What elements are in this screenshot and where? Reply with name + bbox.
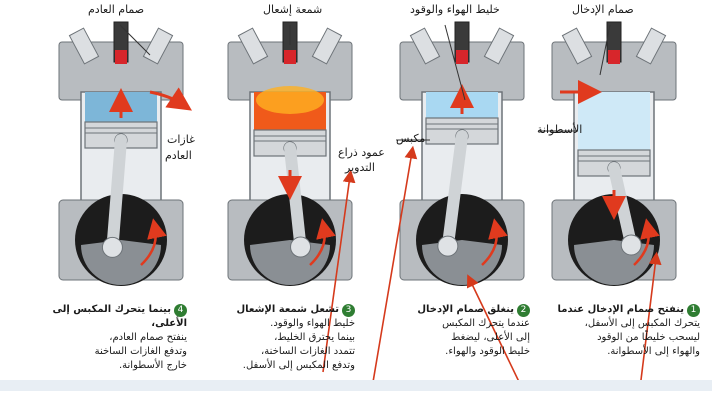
step-4-line-2: ينفتح صمام العادم، xyxy=(109,332,187,343)
engine-stage-2 xyxy=(400,22,524,286)
step-4-caption: 4بينما يتحرك المكبس إلى الأعلى، ينفتح صم… xyxy=(22,303,187,373)
step-2-line-2: عندما يتحرك المكبس xyxy=(442,318,530,329)
engine-stage-1 xyxy=(552,22,676,286)
step-4-number: 4 xyxy=(174,304,187,317)
crank-pin xyxy=(291,237,311,257)
spark-plug-tip xyxy=(456,50,468,64)
label-intake-valve: صمام الإدخال xyxy=(572,3,634,16)
step-3-caption: 3تشعل شمعة الإشعال خليط الهواء والوقود. … xyxy=(190,303,355,373)
step-3-line-4: تتمدد الغازات الساخنة، xyxy=(261,346,355,357)
spark-plug-tip xyxy=(115,50,127,64)
label-exhaust-gases-1: غازات xyxy=(167,133,195,146)
step-1-line-1: ينفتح صمام الإدخال عندما xyxy=(558,304,685,315)
combustion-flame xyxy=(256,86,324,114)
step-1-line-2: يتحرك المكبس إلى الأسفل، xyxy=(585,318,700,329)
label-spark-plug: شمعة إشعال xyxy=(263,3,322,16)
combustion-chamber-gas xyxy=(578,92,650,150)
step-2-line-1: ينغلق صمام الإدخال xyxy=(417,304,514,315)
step-2-number: 2 xyxy=(517,304,530,317)
step-3-number: 3 xyxy=(342,304,355,317)
crank-pin xyxy=(621,235,641,255)
step-1-line-3: ليسحب خليطًا من الوقود xyxy=(597,332,700,343)
crank-pin xyxy=(102,237,122,257)
connecting-rod xyxy=(112,140,121,247)
bottom-band xyxy=(0,380,712,391)
label-crankshaft-2: التدوير xyxy=(345,161,375,174)
step-2-line-3: إلى الأعلى، ليضغط xyxy=(451,332,530,343)
label-piston: مكبس xyxy=(396,132,425,145)
step-1-line-4: والهواء إلى الأسطوانة. xyxy=(607,346,700,357)
step-2-caption: 2ينغلق صمام الإدخال عندما يتحرك المكبس إ… xyxy=(365,303,530,359)
label-exhaust-valve: صمام العادم xyxy=(88,3,144,16)
step-1-caption: 1ينفتح صمام الإدخال عندما يتحرك المكبس إ… xyxy=(535,303,700,359)
spark-plug-tip xyxy=(284,50,296,64)
step-1-number: 1 xyxy=(687,304,700,317)
step-3-line-1: تشعل شمعة الإشعال xyxy=(237,304,340,315)
step-4-line-1: بينما يتحرك المكبس إلى الأعلى، xyxy=(53,304,187,329)
step-3-line-2: خليط الهواء والوقود. xyxy=(270,318,355,329)
step-4-line-4: خارج الأسطوانة. xyxy=(119,360,187,371)
step-3-line-3: بينما يحترق الخليط، xyxy=(274,332,355,343)
crank-pin xyxy=(438,236,458,256)
step-4-line-3: وتدفع الغازات الساخنة xyxy=(95,346,187,357)
engine-stage-3 xyxy=(228,22,352,286)
step-2-line-4: خليط الوقود والهواء. xyxy=(445,346,530,357)
label-exhaust-gases-2: العادم xyxy=(165,149,192,162)
label-cylinder: الأسطوانة xyxy=(537,123,582,136)
spark-plug-tip xyxy=(608,50,620,64)
label-crankshaft-1: عمود ذراع xyxy=(338,146,385,159)
step-3-line-5: وتدفع المكبس إلى الأسفل. xyxy=(243,360,355,371)
label-air-fuel-mixture: خليط الهواء والوقود xyxy=(410,3,500,16)
